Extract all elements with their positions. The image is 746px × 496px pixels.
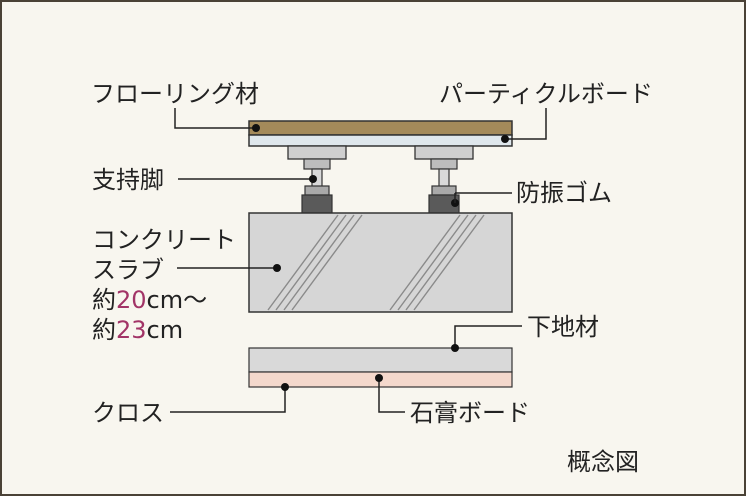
flooring-layer	[248, 120, 513, 136]
base-material-layer	[248, 347, 513, 373]
slab-hatch	[267, 214, 485, 311]
concrete-slab	[248, 212, 513, 313]
dot-cloth	[281, 383, 289, 391]
leader-cloth	[170, 387, 286, 413]
label-base-material: 下地材	[527, 313, 599, 341]
label-cloth: クロス	[92, 399, 164, 427]
particleboard-layer	[248, 134, 513, 147]
dot-base-material	[451, 344, 459, 352]
caption: 概念図	[567, 448, 639, 476]
support-leg-1	[287, 145, 347, 214]
label-gypsum-board: 石膏ボード	[410, 399, 530, 427]
dot-support-leg	[309, 175, 317, 183]
leader-flooring	[174, 108, 256, 129]
dot-slab	[273, 264, 281, 272]
label-flooring: フローリング材	[91, 80, 259, 108]
label-vibration-rubber: 防振ゴム	[516, 179, 612, 207]
label-slab-thickness-2: 約23cm	[92, 316, 183, 344]
leader-gypsum	[378, 378, 405, 413]
leader-base-material	[454, 325, 522, 348]
label-particleboard: パーティクルボード	[439, 80, 653, 108]
label-slab-line1: コンクリート	[92, 226, 236, 254]
dot-flooring	[252, 124, 260, 132]
leader-particleboard	[505, 108, 547, 140]
label-support-leg: 支持脚	[92, 166, 164, 194]
support-leg-2	[414, 145, 474, 214]
dot-gypsum	[375, 374, 383, 382]
label-slab-thickness-1: 約20cm〜	[92, 286, 207, 314]
label-slab-line2: スラブ	[92, 256, 164, 284]
dot-particleboard	[501, 135, 509, 143]
